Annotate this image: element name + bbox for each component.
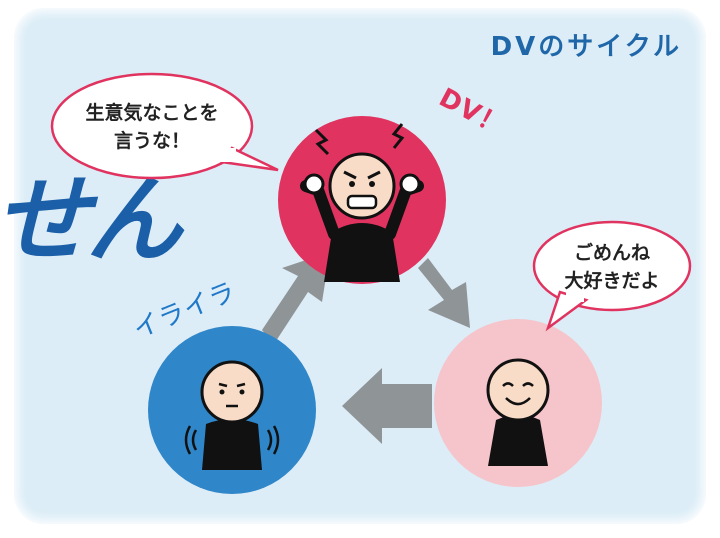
arrow-tension-to-dv	[262, 252, 330, 344]
smiling-face	[486, 358, 550, 422]
cycle-arrows	[262, 252, 470, 444]
speech-bubble-apology	[532, 220, 692, 332]
angry-face	[328, 152, 396, 220]
background-heading-text: せん	[0, 164, 182, 276]
arrow-dv-to-apology	[418, 258, 470, 328]
tension-phase	[148, 326, 316, 494]
speech-bubble-dv	[50, 72, 279, 180]
arrow-apology-to-tension	[342, 368, 432, 444]
apology-phase	[434, 319, 602, 487]
apology-speech-text: ごめんね大好きだよ	[564, 242, 660, 292]
tense-face	[200, 360, 264, 424]
diagram-title: DVのサイクル	[490, 32, 682, 62]
dv-phase	[278, 116, 446, 284]
dv-speech-text: 生意気なことを言うな！	[85, 102, 219, 152]
